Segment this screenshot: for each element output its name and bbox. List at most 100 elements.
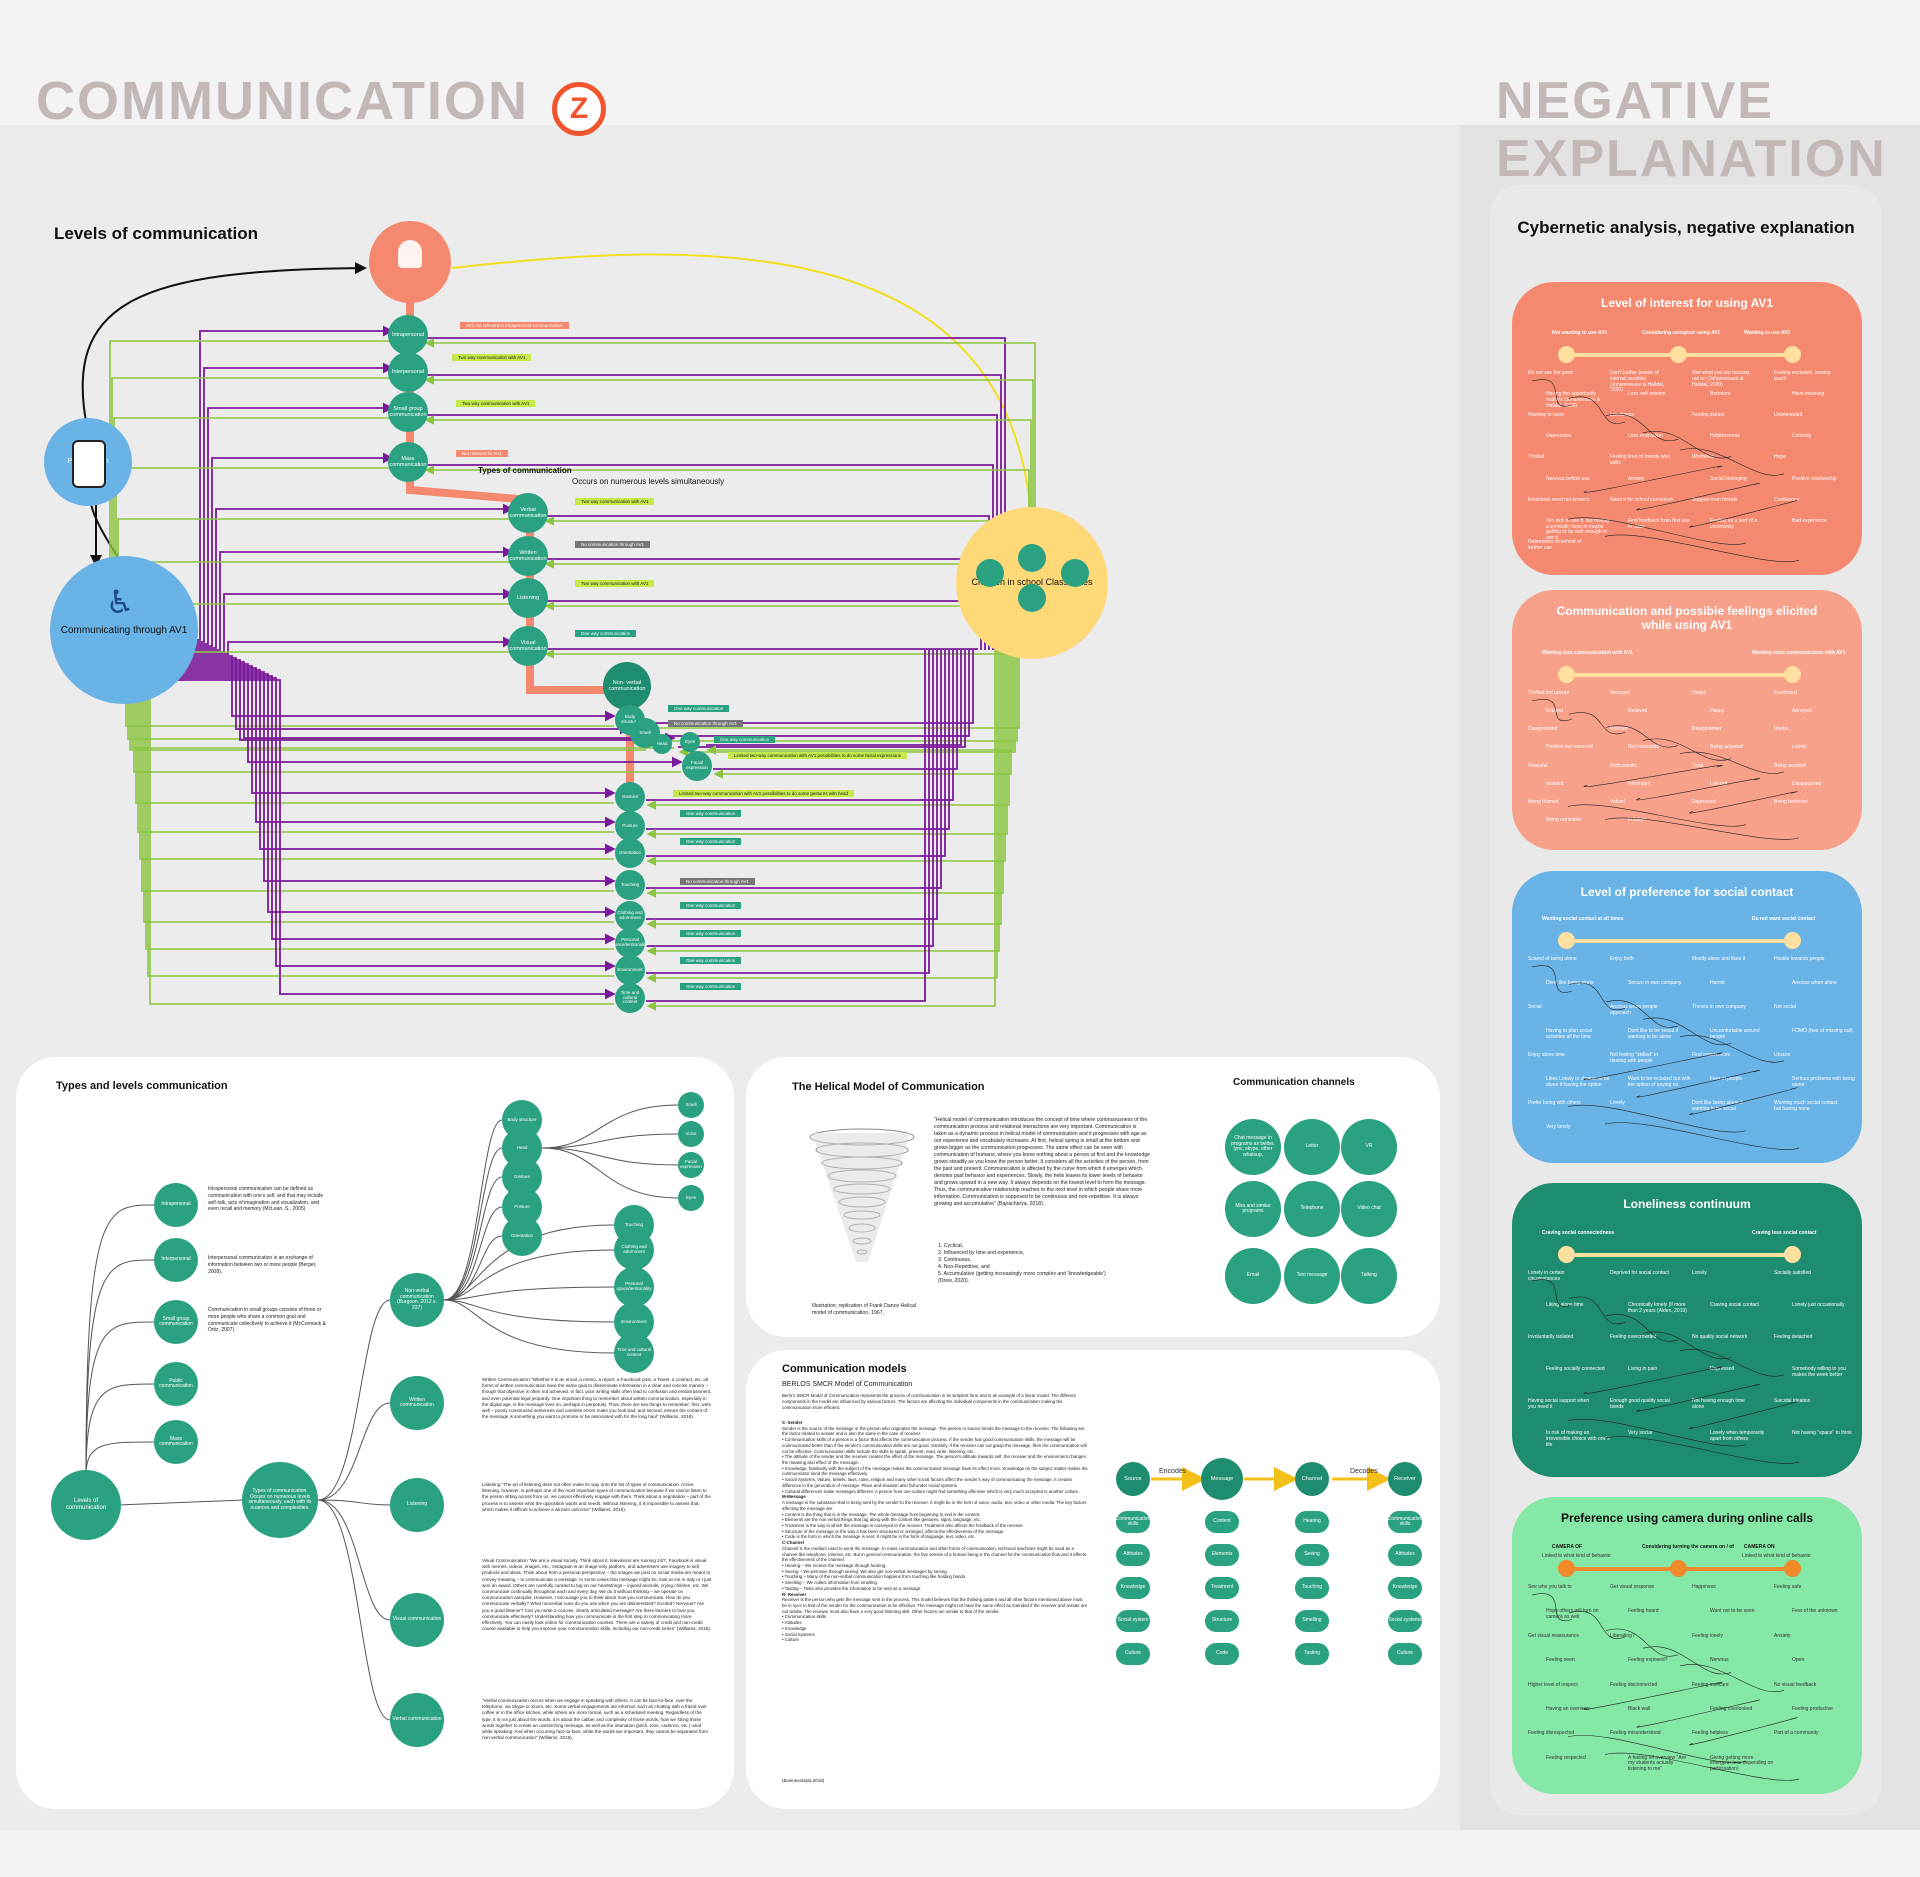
- green-link: [646, 640, 996, 1011]
- types-root-node: Types of communication. Occurs on numero…: [242, 1462, 318, 1538]
- continuum-marker[interactable]: [1784, 666, 1801, 683]
- smcr-item: Social system: [1116, 1610, 1150, 1632]
- feeling-word: Higher level of respect: [1528, 1681, 1578, 1688]
- smcr-item: Smelling: [1295, 1610, 1329, 1632]
- feeling-word: Isolated: [1546, 780, 1564, 787]
- child-face-icon: [1018, 544, 1046, 572]
- feeling-word: See what you are missing out on (Johanne…: [1692, 370, 1750, 388]
- continuum-marker[interactable]: [1558, 666, 1575, 683]
- feeling-word: Giving getting more energy/or less depen…: [1710, 1754, 1774, 1773]
- feeling-link: [1636, 1699, 1760, 1728]
- continuum-marker[interactable]: [1558, 932, 1575, 949]
- continuum-track: [1574, 939, 1800, 943]
- types-nv-node: Facial expression: [678, 1152, 704, 1178]
- feeling-word: Feeling disconnected: [1610, 1681, 1658, 1688]
- channel-node: Text message: [1284, 1248, 1340, 1304]
- continuum-marker[interactable]: [1784, 932, 1801, 949]
- phone-icon: [72, 440, 106, 488]
- helical-caption: Illustration; replication of Frank Dance…: [812, 1303, 917, 1317]
- types-type-node: Listening: [390, 1478, 444, 1532]
- feeling-word: Serious problems with being alone: [1792, 1076, 1855, 1088]
- feeling-link: [1604, 1752, 1800, 1781]
- feeling-word: In risk of making an irreversible choice…: [1546, 1430, 1610, 1448]
- feeling-word: Emotional need not present: [1528, 496, 1590, 503]
- feeling-word: Feeling disrespected: [1528, 1730, 1575, 1737]
- channel-node-label: VR: [1365, 1143, 1373, 1150]
- smcr-item: Culture: [1116, 1643, 1150, 1665]
- feeling-word: Positive relationship: [1792, 475, 1837, 482]
- types-nv-node-label: Touching: [624, 1221, 643, 1227]
- continuum-marker[interactable]: [1784, 1560, 1801, 1577]
- robot-icon: [398, 240, 422, 268]
- axis-label: Wanting to use AV1: [1744, 330, 1791, 336]
- feeling-link: [1689, 1087, 1798, 1115]
- nonverbal-child-node-label: Head: [656, 740, 668, 746]
- feeling-word: Hostile towards people: [1774, 956, 1825, 962]
- types-level-node-label: Intrapersonal: [161, 1201, 191, 1208]
- nonverbal-child-node: Personal space/territoriality: [612, 928, 648, 958]
- models-body-line: • Smelling – We collect information from…: [782, 1580, 879, 1586]
- feeling-word: Helplessness: [1710, 433, 1740, 440]
- feeling-link: [1679, 1349, 1785, 1377]
- types-nv-node: Clothing and adornment: [614, 1230, 654, 1270]
- feeling-link: [1568, 1610, 1626, 1639]
- tree-branch: [443, 1299, 615, 1323]
- smcr-item-label: Attitudes: [1395, 1551, 1415, 1558]
- feeling-word: Less motivation: [1628, 433, 1663, 440]
- feeling-word: Disappointed: [1692, 726, 1722, 733]
- helical-list-item: 4. Non-Repetitive, and: [938, 1264, 990, 1271]
- models-body-line: • Seeing – We perceive through seeing. W…: [782, 1568, 948, 1574]
- helical-cite: (Drew, 2020).: [938, 1278, 970, 1285]
- feeling-word: Having to plan social activities all the…: [1546, 1028, 1593, 1040]
- green-link-left: [137, 688, 614, 892]
- feeling-word: Chronically lonely (if more than 2 years…: [1628, 1302, 1687, 1314]
- green-link: [646, 640, 1000, 956]
- green-link: [646, 640, 1004, 898]
- continuum-marker[interactable]: [1670, 346, 1687, 363]
- feeling-word: Don't bother (waste of internet troubles…: [1610, 370, 1665, 394]
- continuum-marker[interactable]: [1670, 1560, 1687, 1577]
- nonverbal-node-label: Non- verbal communication: [608, 679, 646, 692]
- root-levels-node: Levels of communication: [51, 1470, 121, 1540]
- nonverbal-child-node-label: Time and cultural context: [620, 989, 640, 1005]
- feeling-word: Need it for school curriculum: [1610, 496, 1674, 503]
- neg-title-line2: EXPLANATION: [1496, 130, 1887, 188]
- purple-link: [150, 677, 616, 972]
- types-level-node-label: Small group communication: [159, 1315, 193, 1327]
- neg-card-title: Loneliness continuum: [1623, 1197, 1751, 1211]
- feeling-word: Enough good quality social bonds: [1610, 1398, 1670, 1410]
- green-link: [646, 640, 1020, 733]
- feeling-word: No quality social network: [1692, 1334, 1748, 1340]
- feeling-link: [1679, 1035, 1785, 1063]
- nonverbal-child-node: Environment: [615, 955, 645, 985]
- green-link-left: [133, 688, 614, 833]
- models-body-line: • Social Systems: [782, 1631, 815, 1637]
- continuum-marker[interactable]: [1558, 1560, 1575, 1577]
- feeling-word: Feeling respected: [1546, 1754, 1586, 1761]
- channel-node-label: Telephone: [1300, 1205, 1324, 1212]
- continuum-marker[interactable]: [1558, 346, 1575, 363]
- purple-link: [150, 659, 648, 746]
- feeling-word: Scared of being alone: [1528, 956, 1577, 962]
- written-text: Written Communication "Whether it is an …: [482, 1377, 712, 1420]
- green-link: [706, 640, 1014, 755]
- purple-link: [150, 679, 616, 1000]
- feeling-link: [1679, 1664, 1785, 1693]
- channel-node: VR: [1341, 1119, 1397, 1175]
- types-nv-node: Time and cultural context: [614, 1333, 654, 1373]
- feeling-word: Feeling lonely: [1692, 1632, 1723, 1639]
- nonverbal-child-node: Posture: [615, 811, 645, 841]
- feeling-word: A feeling off overview "Are my students …: [1628, 1754, 1687, 1773]
- continuum-marker[interactable]: [1784, 1246, 1801, 1263]
- types-nv-node-label: Gesture: [513, 1173, 530, 1179]
- feeling-links: [1531, 379, 1800, 562]
- helical-list-item: 5. Accumulative (getting increasingly mo…: [938, 1271, 1106, 1278]
- smcr-item: Attitudes: [1116, 1544, 1150, 1566]
- models-body-line: • Cultural differences make messages dif…: [782, 1488, 1080, 1494]
- smcr-item-label: Social system: [1117, 1617, 1149, 1624]
- root-levels-node-label: Levels of communication: [65, 1498, 107, 1511]
- tree-branch: [541, 1104, 680, 1149]
- tree-branch: [541, 1147, 680, 1166]
- continuum-marker[interactable]: [1558, 1246, 1575, 1263]
- continuum-marker[interactable]: [1784, 346, 1801, 363]
